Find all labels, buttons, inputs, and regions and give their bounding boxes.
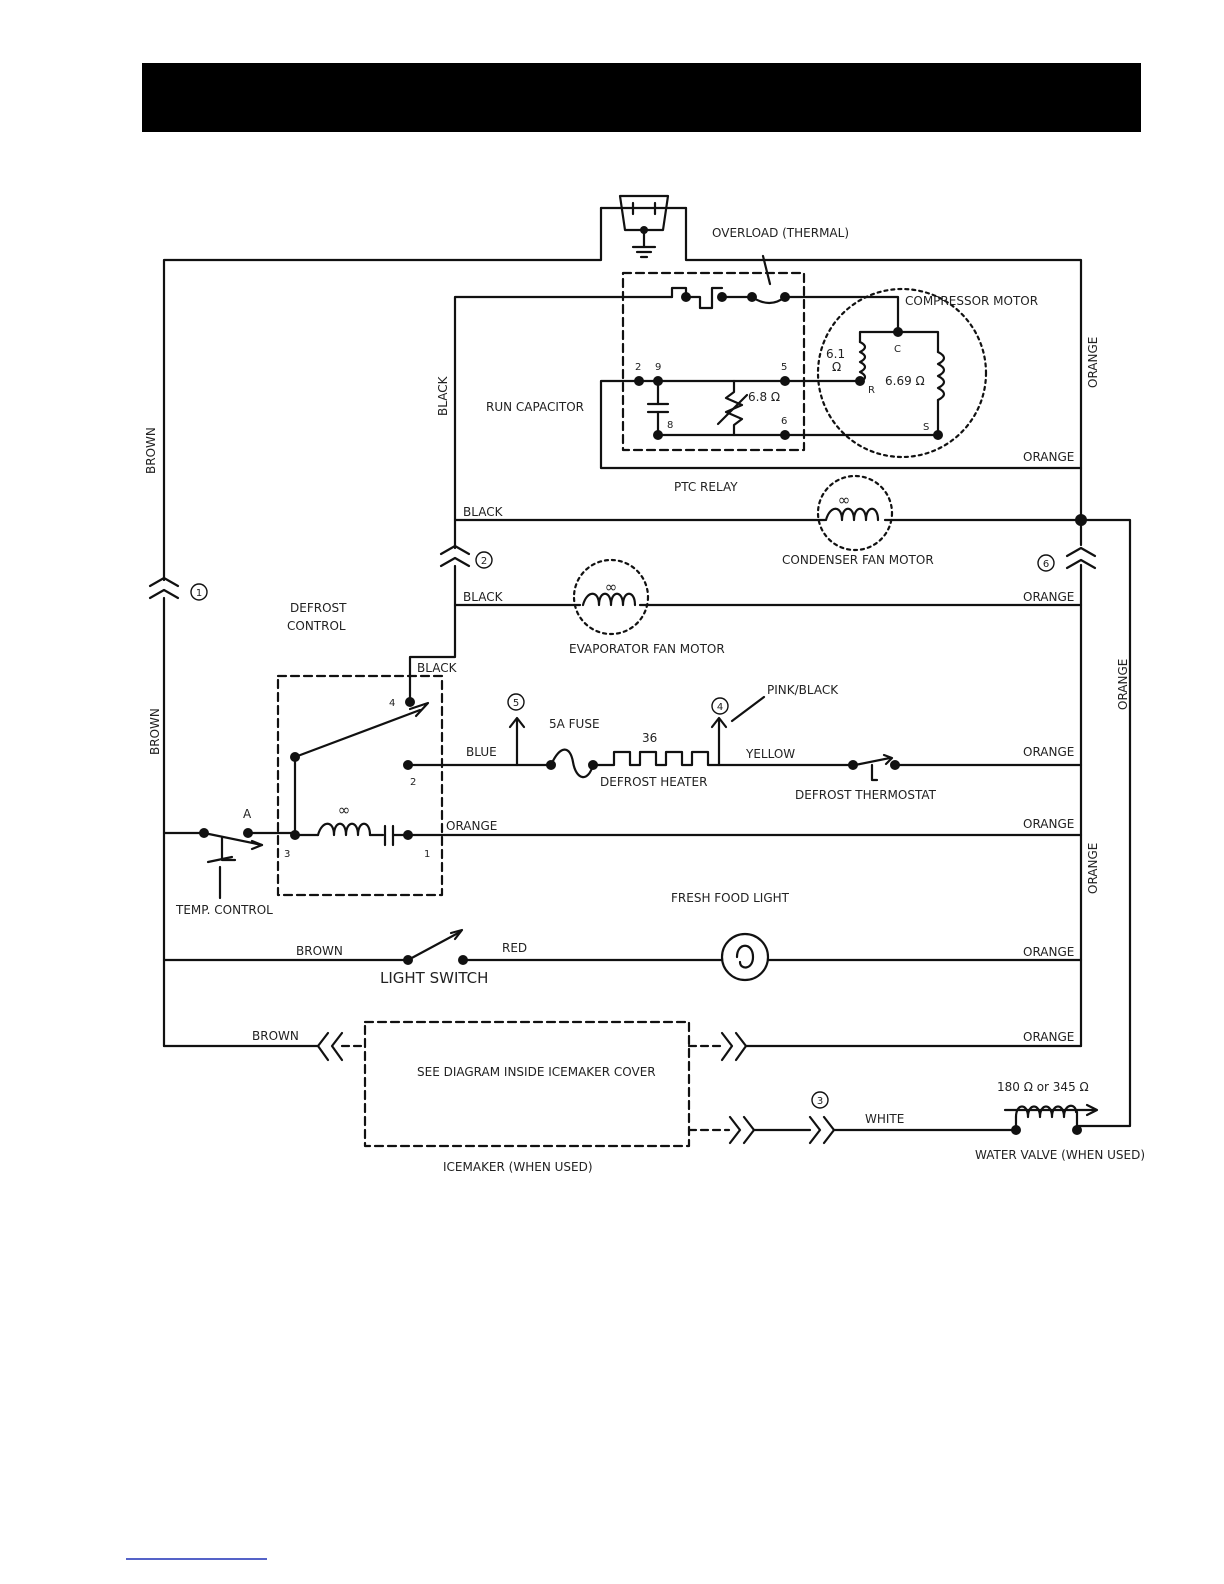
- connector-4-label: 4: [717, 702, 723, 713]
- footer-rule: [126, 1558, 267, 1560]
- connector-1-label: 1: [196, 588, 202, 599]
- connector-6-label: 6: [1043, 559, 1049, 570]
- wire-label-orange-5: ORANGE: [1023, 945, 1074, 959]
- wire-label-black-1: BLACK: [463, 505, 504, 519]
- connector-1: [148, 576, 180, 600]
- wire-label-orange-v3: ORANGE: [1086, 843, 1100, 894]
- evaporator-fan-motor: [572, 558, 650, 636]
- wire-label-orange-1: ORANGE: [1023, 450, 1074, 464]
- wire-label-black-3: BLACK: [417, 661, 458, 675]
- defrost-thermostat-label: DEFROST THERMOSTAT: [795, 788, 937, 802]
- terminal-a: A: [243, 807, 252, 821]
- compressor-motor: [816, 287, 988, 459]
- wire-label-orange-3: ORANGE: [1023, 745, 1074, 759]
- r-run-value: 6.1: [826, 347, 845, 361]
- defrost-control-label-1: DEFROST: [290, 601, 347, 615]
- defrost-motor-infinity: ∞: [338, 801, 351, 819]
- defrost-heater-label: DEFROST HEATER: [600, 775, 707, 789]
- fuse-label: 5A FUSE: [549, 717, 600, 731]
- ptc-terminal-2: 2: [635, 362, 641, 373]
- connector-5-label: 5: [513, 698, 519, 709]
- wire-label-orange-2: ORANGE: [1023, 590, 1074, 604]
- wire-label-blue: BLUE: [466, 745, 497, 759]
- water-valve-coil: [1014, 1104, 1078, 1119]
- wire-label-brown-v2: BROWN: [148, 708, 162, 755]
- ptc-relay-label: PTC RELAY: [674, 480, 738, 494]
- terminal-s: S: [923, 422, 929, 433]
- heater-value: 36: [642, 731, 657, 745]
- wire-label-red: RED: [502, 941, 527, 955]
- pink-black-label: PINK/BLACK: [767, 683, 839, 697]
- water-valve-label: WATER VALVE (WHEN USED): [975, 1148, 1145, 1162]
- wire-black-vertical: [453, 295, 674, 550]
- terminal-c: C: [894, 344, 901, 355]
- junction-dots: [199, 226, 1087, 1135]
- wire-orange-top: [684, 206, 1083, 547]
- power-plug-icon: [599, 194, 688, 259]
- wire-label-black-2: BLACK: [463, 590, 504, 604]
- ptc-terminal-6: 6: [781, 416, 787, 427]
- wire-brown-top: [162, 206, 603, 582]
- water-valve-resistance-label: 180 Ω or 345 Ω: [997, 1080, 1089, 1094]
- icemaker-note-label: SEE DIAGRAM INSIDE ICEMAKER COVER: [417, 1065, 656, 1079]
- connector-2: [439, 544, 471, 568]
- condenser-fan-motor: [816, 474, 894, 552]
- wire-label-brown-2: BROWN: [252, 1029, 299, 1043]
- ptc-relay-box: [621, 271, 806, 452]
- connector-2-label: 2: [481, 556, 487, 567]
- wire-label-black-v: BLACK: [436, 375, 450, 416]
- connector-6: [1065, 546, 1097, 570]
- condenser-infinity: ∞: [838, 491, 851, 509]
- terminal-r: R: [868, 385, 875, 396]
- r-run-unit: Ω: [832, 360, 841, 374]
- wire-label-orange-4: ORANGE: [1023, 817, 1074, 831]
- overload-element: [670, 286, 724, 310]
- ptc-terminal-5: 5: [781, 362, 787, 373]
- ptc-terminal-8: 8: [667, 420, 673, 431]
- icemaker-label: ICEMAKER (WHEN USED): [443, 1160, 593, 1174]
- dc-terminal-3: 3: [284, 849, 290, 860]
- icemaker-box: [363, 1020, 691, 1148]
- fresh-food-light-label: FRESH FOOD LIGHT: [671, 891, 790, 905]
- dc-terminal-1: 1: [424, 849, 430, 860]
- light-switch-label: LIGHT SWITCH: [380, 969, 488, 987]
- run-capacitor-label: RUN CAPACITOR: [486, 400, 584, 414]
- wire-label-orange-v2: ORANGE: [1116, 659, 1130, 710]
- r-ptc-value: 6.8 Ω: [748, 390, 780, 404]
- defrost-control-label-2: CONTROL: [287, 619, 346, 633]
- wire-label-brown-v1: BROWN: [144, 427, 158, 474]
- condenser-fan-motor-label: CONDENSER FAN MOTOR: [782, 553, 934, 567]
- overload-label: OVERLOAD (THERMAL): [712, 226, 849, 240]
- ptc-terminal-9: 9: [655, 362, 661, 373]
- wire-label-yellow: YELLOW: [745, 747, 795, 761]
- connector-3-label: 3: [817, 1096, 823, 1107]
- fresh-food-light-icon: [720, 932, 770, 982]
- wire-label-orange-7: ORANGE: [446, 819, 497, 833]
- wire-black-lower: [408, 564, 457, 702]
- temp-control-label: TEMP. CONTROL: [175, 903, 273, 917]
- r-start-value: 6.69 Ω: [885, 374, 925, 388]
- evaporator-infinity: ∞: [605, 578, 618, 596]
- wire-label-brown-1: BROWN: [296, 944, 343, 958]
- evaporator-fan-motor-label: EVAPORATOR FAN MOTOR: [569, 642, 725, 656]
- wire-label-orange-6: ORANGE: [1023, 1030, 1074, 1044]
- compressor-motor-label: COMPRESSOR MOTOR: [905, 294, 1038, 308]
- dc-terminal-4: 4: [389, 698, 395, 709]
- header-bar: [142, 63, 1141, 132]
- wire-label-white: WHITE: [865, 1112, 904, 1126]
- dc-terminal-2: 2: [410, 777, 416, 788]
- wire-label-orange-v1: ORANGE: [1086, 337, 1100, 388]
- defrost-control-box: [276, 674, 444, 897]
